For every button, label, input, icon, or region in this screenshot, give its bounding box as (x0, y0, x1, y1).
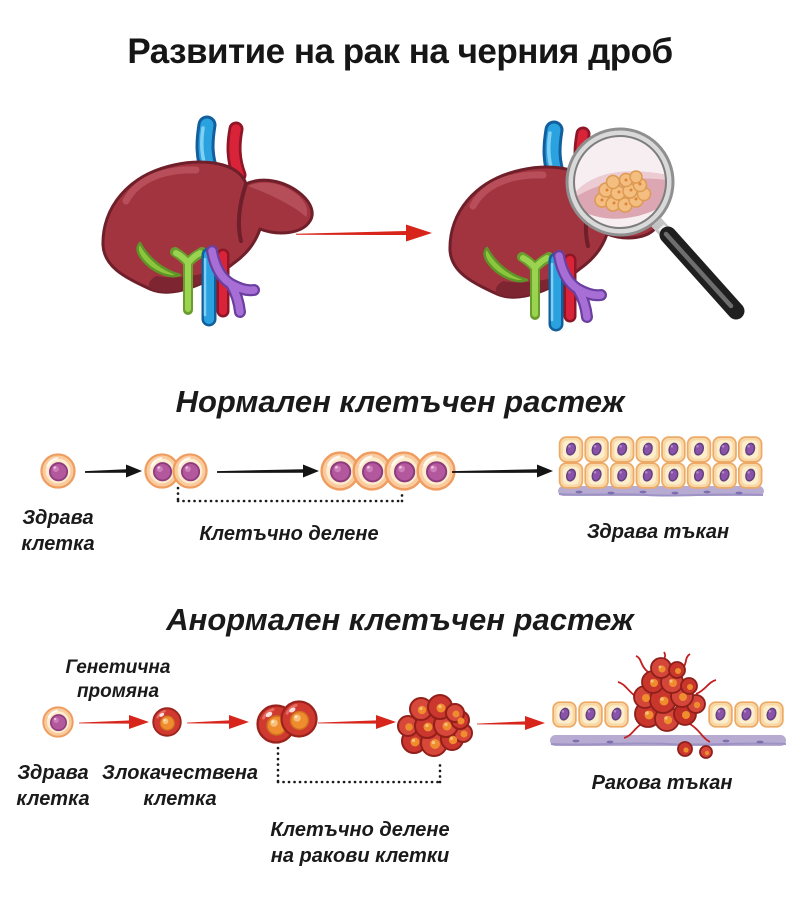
malignant-cell-icon (152, 707, 182, 737)
red-arrow-icon (477, 716, 545, 730)
cancer-cell-cluster-icon (397, 694, 473, 757)
black-arrow-icon (452, 464, 553, 478)
red-arrow-icon (187, 715, 249, 729)
cancer-tissue-illustration (550, 651, 787, 759)
healthy-cell-icon (40, 453, 76, 489)
two-cancer-cells-icon (256, 700, 318, 744)
normal-section-heading: Нормален клетъчен растеж (175, 384, 625, 419)
abnormal-section-heading: Анормален клетъчен растеж (166, 602, 634, 637)
page-title: Развитие на рак на черния дроб (127, 32, 673, 71)
red-arrow-icon (79, 715, 149, 729)
healthy-tissue-illustration (558, 436, 764, 497)
magnifier-icon (565, 127, 745, 320)
healthy-cell-icon (42, 706, 74, 738)
healthy-tissue-label: Здрава тъкан (586, 521, 730, 543)
four-healthy-cells-icon (320, 451, 456, 491)
cell-division-label: Клетъчно делене (199, 523, 379, 545)
black-arrow-icon (85, 464, 142, 478)
cancer-tissue-label: Ракова тъкан (591, 772, 733, 794)
red-arrow-icon (318, 715, 396, 729)
division-bracket (176, 486, 404, 503)
two-healthy-cells-icon (144, 453, 208, 489)
cancer-liver-illustration (430, 108, 745, 352)
division-bracket (276, 746, 442, 784)
liver-arrow-icon (296, 224, 432, 242)
black-arrow-icon (217, 464, 319, 478)
